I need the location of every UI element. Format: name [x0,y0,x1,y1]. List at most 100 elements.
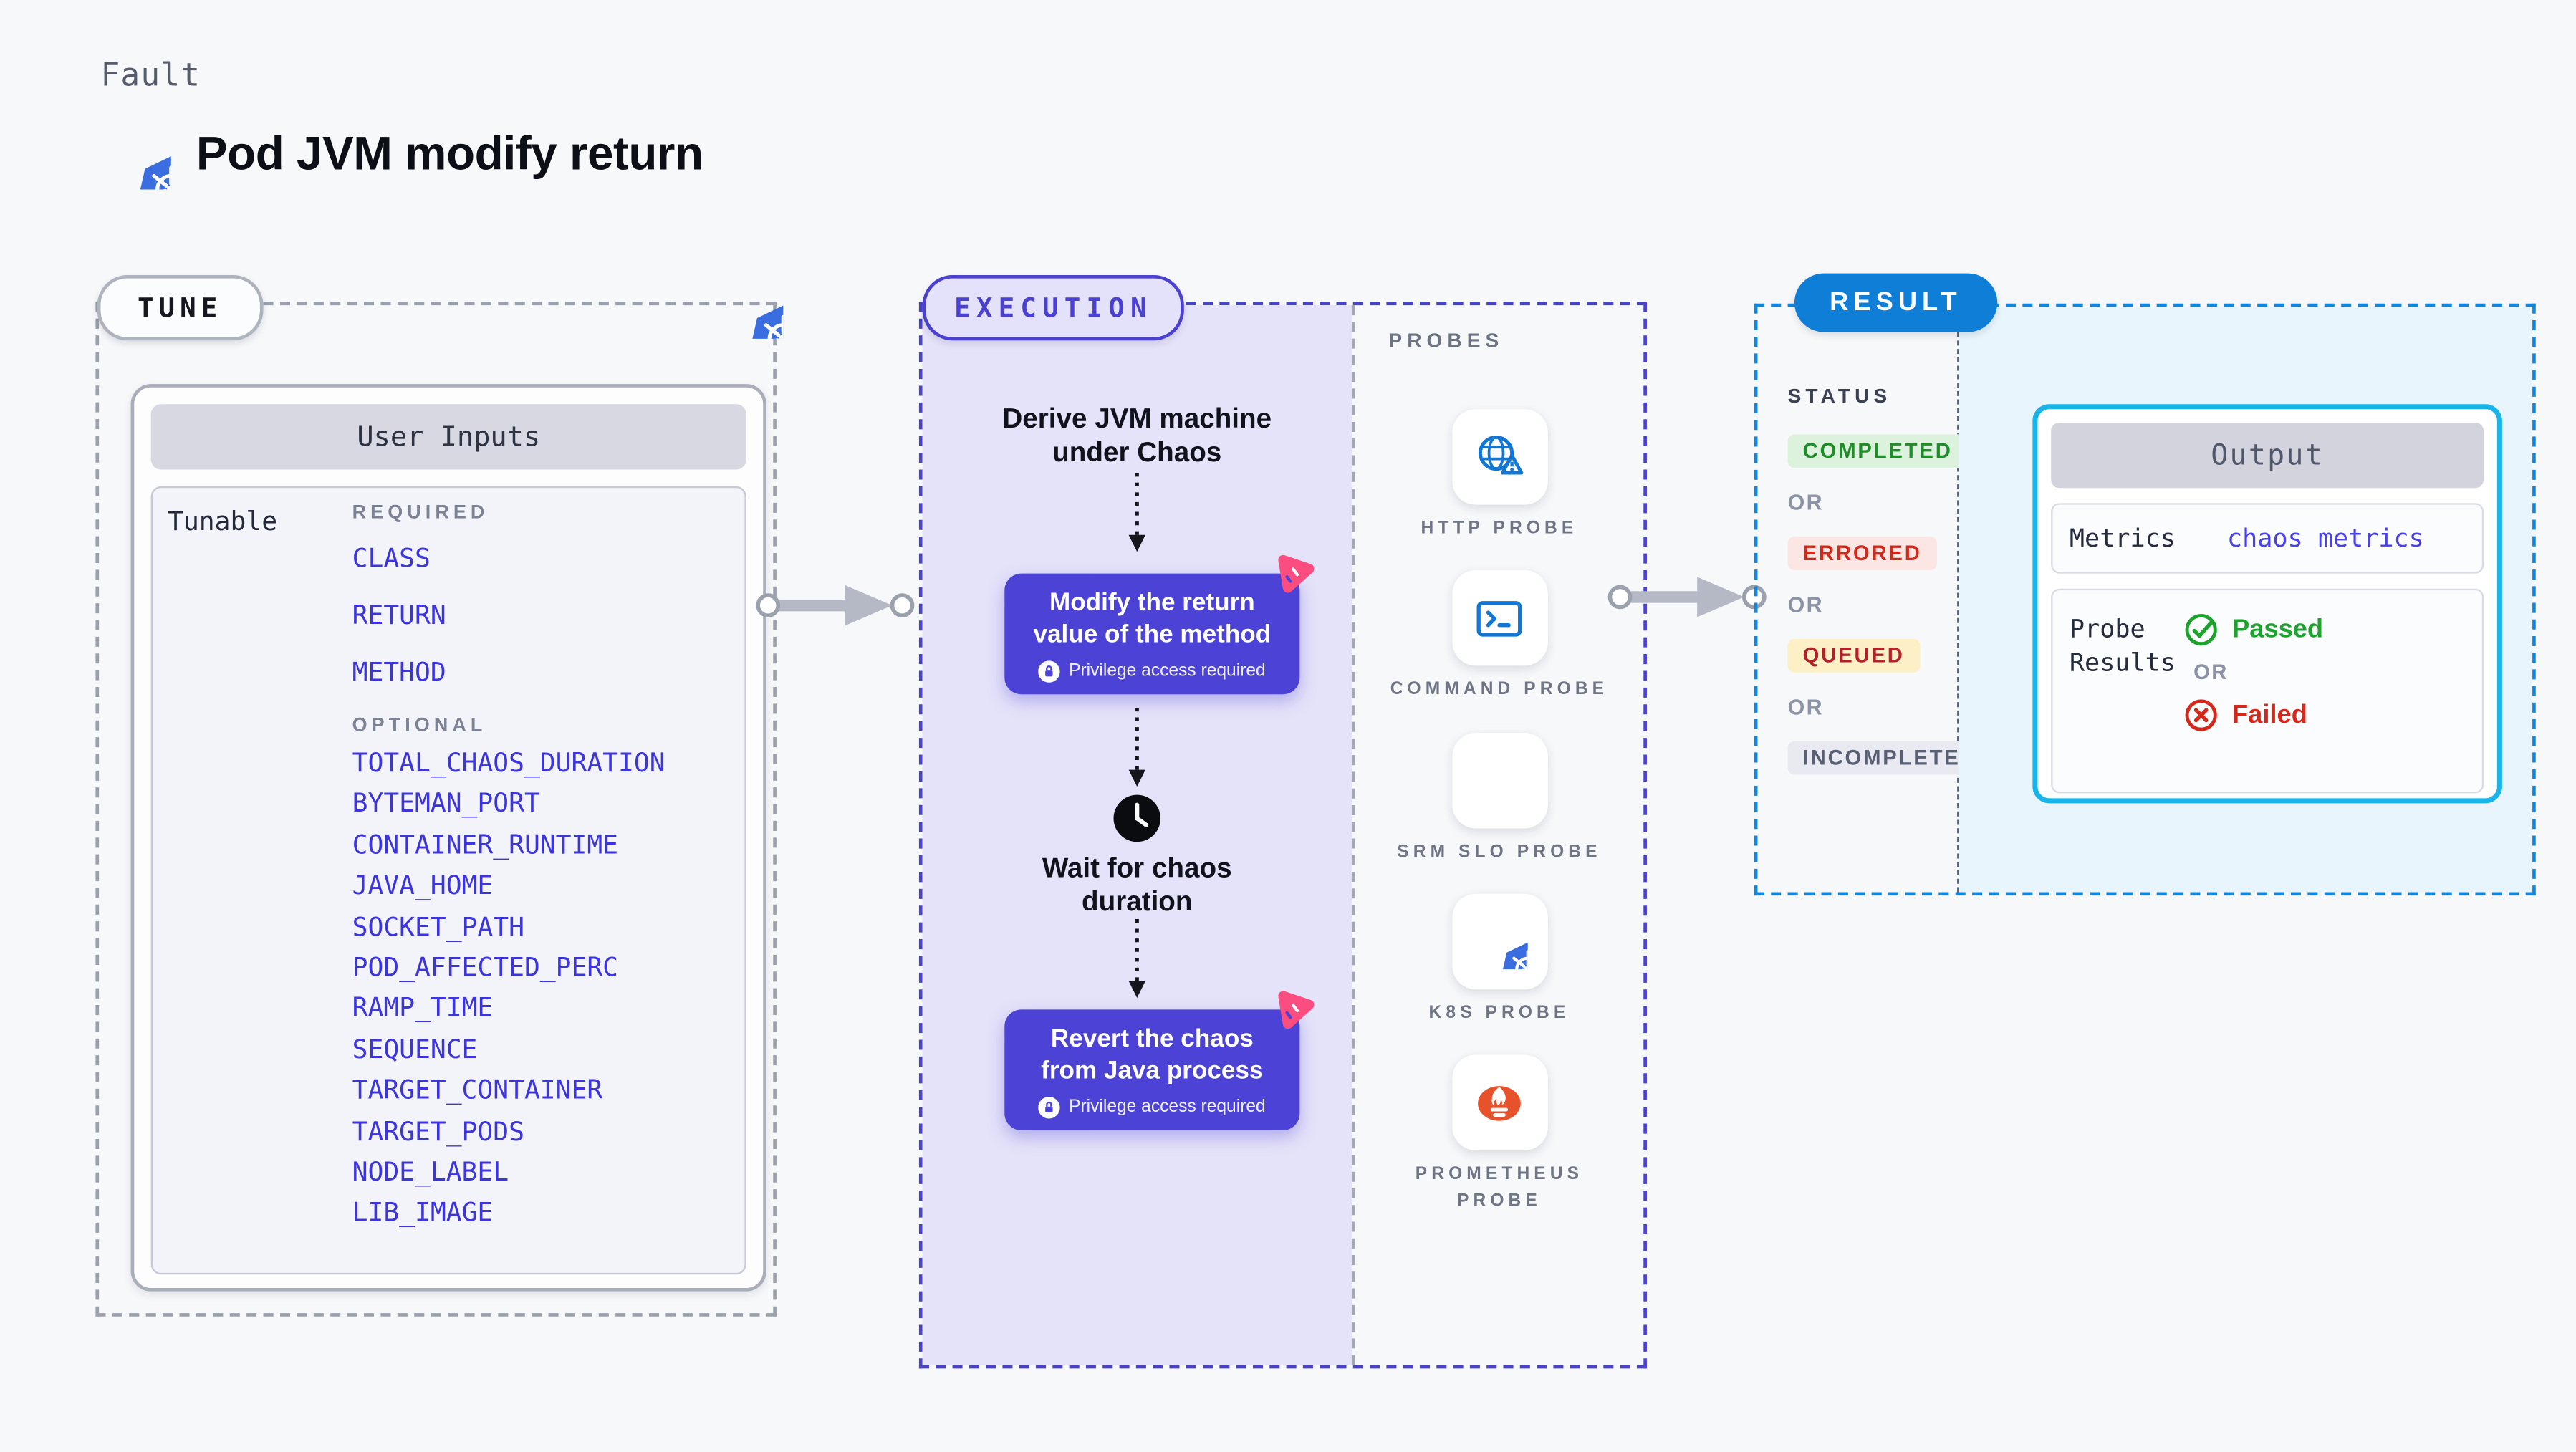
clock-icon [1113,794,1161,842]
status-badge-errored: ERRORED [1787,537,1937,570]
tune-pill: TUNE [97,274,263,341]
param-link-method[interactable]: METHOD [352,657,446,688]
or-label: OR [2193,660,2229,685]
execution-flow: Derive JVM machine under Chaos Modify th… [922,305,1352,1365]
param-link-socket_path[interactable]: SOCKET_PATH [352,911,524,942]
command-probe: COMMAND PROBE [1382,570,1617,704]
http-probe-icon [1478,434,1524,474]
failed-outcome: Failed [2183,698,2323,733]
flow-arrow-down-icon [1128,707,1145,787]
step-modify-label: Modify the return value of the method [1033,588,1272,649]
optional-heading: OPTIONAL [352,716,487,736]
srm-slo-probe-label: SRM SLO PROBE [1397,841,1602,862]
probe-results-label: Probe Results [2069,613,2176,678]
k8s-probe-label: K8S PROBE [1428,1002,1570,1023]
output-card: Output Metrics chaos metrics Probe Resul… [2032,404,2502,804]
execution-section: EXECUTION Derive JVM machine under Chaos… [918,274,1647,1369]
k8s-probe: K8S PROBE [1382,893,1617,1027]
lock-icon [1038,1095,1061,1118]
status-heading: STATUS [1787,384,1892,408]
param-link-target_container[interactable]: TARGET_CONTAINER [352,1075,603,1106]
output-header: Output [2051,422,2484,489]
chaos-metrics-link[interactable]: chaos metrics [2226,523,2424,554]
fault-kicker: Fault [100,57,201,95]
status-badge-queued: QUEUED [1787,638,1920,673]
privilege-text: Privilege access required [1069,1097,1266,1117]
param-link-pod_affected_perc[interactable]: POD_AFFECTED_PERC [352,952,619,983]
command-probe-label: COMMAND PROBE [1390,679,1609,700]
kubernetes-icon [713,269,783,339]
result-section: STATUS COMPLETED OR ERRORED OR QUEUED OR INCOM… [1754,303,2536,896]
lock-icon [1038,660,1061,682]
param-link-ramp_time[interactable]: RAMP_TIME [352,993,494,1024]
status-column: STATUS COMPLETED OR ERRORED OR QUEUED OR INCOM… [1757,307,1993,893]
x-circle-icon [2185,699,2217,731]
param-link-return[interactable]: RETURN [352,600,446,631]
flow-arrow-down-icon [1128,918,1145,998]
param-link-lib_image[interactable]: LIB_IMAGE [352,1198,494,1229]
user-inputs-body: Tunable REQUIRED CLASS RETURN METHOD OPTIO… [150,486,746,1275]
param-link-total_chaos_duration[interactable]: TOTAL_CHAOS_DURATION [352,748,665,779]
param-link-class[interactable]: CLASS [352,543,431,574]
required-heading: REQUIRED [352,503,489,524]
step-revert-card: Revert the chaos from Java process Privi… [1004,991,1315,1130]
passed-label: Passed [2232,615,2324,643]
kubernetes-icon [100,119,170,189]
tunable-label: Tunable [168,506,278,537]
probe-list: HTTP PROBE COMMAND PROBE SRM SLO PROBE K… [1355,409,1644,1215]
metrics-row: Metrics chaos metrics [2051,503,2484,574]
srm-slo-probe-card [1451,731,1547,828]
privilege-text: Privilege access required [1069,660,1266,681]
step-modify-card: Modify the return value of the method Pr… [1004,554,1315,694]
prometheus-probe: PROMETHEUS PROBE [1382,1054,1617,1216]
probes-section: PROBES HTTP PROBE COMMAND PROBE SRM SLO … [1351,305,1644,1365]
param-link-node_label[interactable]: NODE_LABEL [352,1157,509,1188]
optional-param-list: TOTAL_CHAOS_DURATION BYTEMAN_PORT CONTAINE… [352,743,741,1234]
k8s-probe-card [1451,893,1547,989]
prometheus-probe-card [1451,1054,1547,1151]
param-link-java_home[interactable]: JAVA_HOME [352,870,494,901]
status-badge-completed: COMPLETED [1787,434,1968,468]
output-panel: Output Metrics chaos metrics Probe Resul… [1959,307,2533,893]
flow-arrow-down-icon [1128,473,1145,552]
user-inputs-header: User Inputs [150,404,746,470]
param-link-byteman_port[interactable]: BYTEMAN_PORT [352,789,540,819]
param-link-target_pods[interactable]: TARGET_PODS [352,1116,524,1147]
step-revert-label: Revert the chaos from Java process [1041,1024,1264,1085]
or-label: OR [1787,489,1824,515]
execution-to-result-arrow [1607,577,1767,617]
chaos-experiment-icon [1278,554,1315,593]
or-label: OR [1787,694,1824,720]
param-link-container_runtime[interactable]: CONTAINER_RUNTIME [352,830,619,860]
check-circle-icon [2185,613,2217,646]
command-probe-icon [1476,600,1522,637]
metrics-label: Metrics [2069,523,2176,554]
step-derive-label: Derive JVM machine under Chaos [1002,404,1272,468]
probe-outcomes: Passed OR Failed [2183,612,2323,734]
result-pill: RESULT [1794,273,1997,332]
page-title: Pod JVM modify return [196,127,703,180]
prometheus-probe-label: PROMETHEUS PROBE [1415,1163,1584,1212]
tune-to-execution-arrow [756,585,915,626]
chaos-experiment-icon [1278,991,1315,1029]
http-probe-card [1451,409,1547,505]
http-probe: HTTP PROBE [1382,409,1617,542]
srm-slo-probe: SRM SLO PROBE [1382,731,1617,865]
probes-heading: PROBES [1388,328,1504,352]
failed-label: Failed [2232,700,2307,729]
page-header: Pod JVM modify return [100,119,703,189]
srm-slo-probe-icon [1479,756,1520,801]
execution-pill: EXECUTION [922,274,1185,341]
status-badge-incompleted: INCOMPLETED [1787,741,1993,775]
required-param-list: CLASS RETURN METHOD [352,530,741,701]
k8s-probe-icon [1471,913,1528,970]
status-list: COMPLETED OR ERRORED OR QUEUED OR INCOMPLETED [1787,434,1993,775]
or-label: OR [1787,592,1824,617]
command-probe-card [1451,570,1547,667]
prometheus-probe-icon [1478,1085,1521,1120]
param-link-sequence[interactable]: SEQUENCE [352,1034,478,1065]
params-column: REQUIRED CLASS RETURN METHOD OPTIONAL TOTA… [352,503,741,1234]
probe-results-row: Probe Results Passed OR [2051,588,2484,794]
